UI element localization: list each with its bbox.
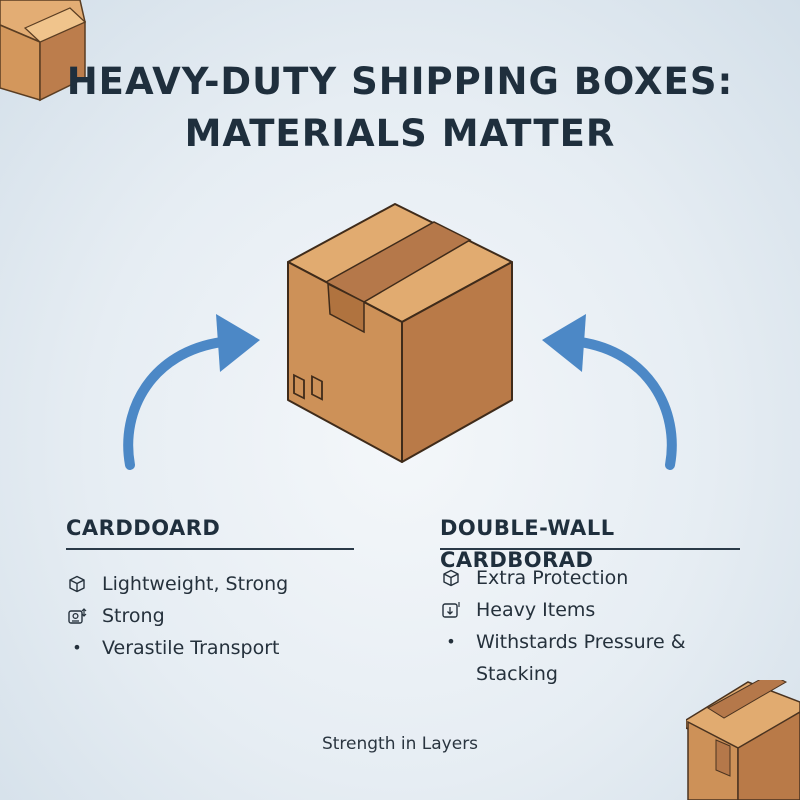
corner-box-top-left-icon — [0, 0, 87, 102]
bullet-icon: • — [72, 638, 82, 657]
feature-text: Withstards Pressure & Stacking — [476, 631, 686, 685]
page-title-line1: HEAVY-DUTY SHIPPING BOXES: — [66, 60, 734, 103]
box-icon — [66, 568, 88, 600]
feature-text: Extra Protection — [476, 567, 629, 589]
feature-text: Verastile Transport — [102, 637, 280, 659]
cardboard-box-icon — [287, 203, 513, 463]
corner-box-bottom-right-icon — [686, 680, 800, 800]
page-title-line2: MATERIALS MATTER — [184, 112, 616, 155]
list-item: Strong — [66, 600, 354, 632]
list-item: • Verastile Transport — [66, 632, 354, 664]
footer-caption: Strength in Layers — [321, 734, 479, 754]
double-wall-column: DOUBLE-WALL CARDBORAD Extra Protection H… — [440, 512, 740, 690]
double-wall-features: Extra Protection Heavy Items • Withstard… — [440, 562, 740, 690]
heavy-items-icon — [440, 594, 462, 626]
list-item: Lightweight, Strong — [66, 568, 354, 600]
list-item: Extra Protection — [440, 562, 740, 594]
page-title: HEAVY-DUTY SHIPPING BOXES: MATERIALS MAT… — [0, 56, 800, 160]
weight-icon — [66, 600, 88, 632]
bullet-icon: • — [446, 632, 456, 651]
box-icon — [440, 562, 462, 594]
list-item: Heavy Items — [440, 594, 740, 626]
cardboard-features: Lightweight, Strong Strong • Verastile T… — [66, 568, 354, 664]
cardboard-heading: CARDDOARD — [66, 516, 221, 540]
feature-text: Strong — [102, 605, 165, 627]
left-curved-arrow-icon — [123, 314, 260, 470]
double-wall-heading: DOUBLE-WALL CARDBORAD — [440, 516, 615, 572]
feature-text: Lightweight, Strong — [102, 573, 289, 595]
right-curved-arrow-icon — [542, 314, 677, 470]
cardboard-divider — [66, 548, 354, 550]
feature-text: Heavy Items — [476, 599, 596, 621]
double-wall-divider — [440, 548, 740, 550]
list-item: • Withstards Pressure & Stacking — [440, 626, 740, 690]
cardboard-column: CARDDOARD Lightweight, Strong Strong • V… — [66, 512, 354, 664]
